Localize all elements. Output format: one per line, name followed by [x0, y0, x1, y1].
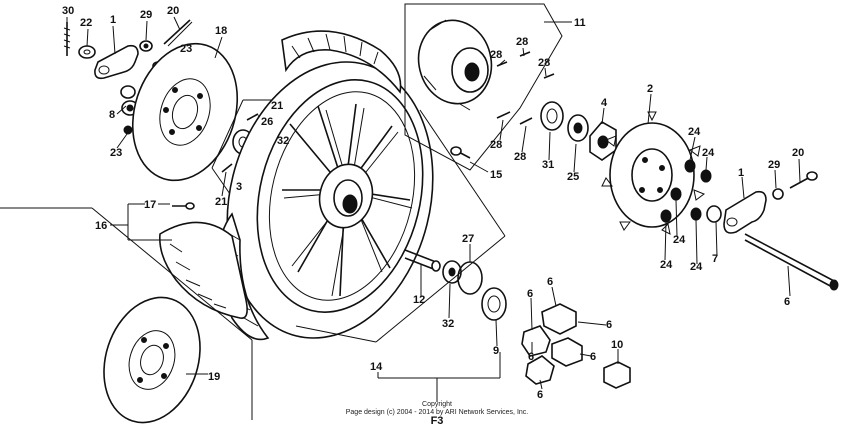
sprocket-nuts [660, 136, 712, 265]
part-label-8: 8 [109, 109, 115, 121]
rear-wheel [159, 30, 489, 341]
part-label-29: 29 [140, 9, 152, 21]
part-label-21: 21 [271, 100, 283, 112]
part-label-18: 18 [215, 25, 227, 37]
footer: Copyright Page design (c) 2004 - 2014 by… [346, 401, 529, 427]
bearing-set [540, 101, 617, 173]
hub-flange-group [404, 3, 572, 171]
part-label-6: 6 [537, 389, 543, 401]
page-code: F3 [431, 415, 444, 427]
copyright-text: Page design (c) 2004 - 2014 by ARI Netwo… [346, 409, 529, 416]
part-label-17: 17 [144, 199, 156, 211]
part-labels: 30 22 1 29 20 18 23 8 23 21 26 32 3 21 1… [62, 5, 804, 401]
part-label-11: 11 [574, 17, 586, 29]
part-label-31: 31 [542, 159, 554, 171]
part-label-24: 24 [673, 234, 686, 246]
part-label-28: 28 [514, 151, 526, 163]
copyright-heading: Copyright [422, 401, 452, 408]
part-label-32: 32 [442, 318, 454, 330]
part-label-15: 15 [490, 169, 502, 181]
part-label-28: 28 [490, 49, 502, 61]
part-label-6: 6 [606, 319, 612, 331]
part-label-6: 6 [590, 351, 596, 363]
part-label-25: 25 [567, 171, 579, 183]
part-label-28: 28 [516, 36, 528, 48]
part-label-23: 23 [110, 147, 122, 159]
part-label-1: 1 [110, 14, 116, 26]
part-label-20: 20 [792, 147, 804, 159]
part-label-2: 2 [647, 83, 653, 95]
part-label-4: 4 [601, 97, 608, 109]
brake-disc-upper [131, 36, 239, 182]
part-label-23: 23 [180, 43, 192, 55]
part-label-3: 3 [236, 181, 242, 193]
part-label-32: 32 [277, 135, 289, 147]
part-label-27: 27 [462, 233, 474, 245]
part-label-6: 6 [528, 351, 534, 363]
part-label-16: 16 [95, 220, 107, 232]
part-label-24: 24 [660, 259, 673, 271]
part-label-30: 30 [62, 5, 74, 17]
part-label-9: 9 [493, 345, 499, 357]
part-label-24: 24 [688, 126, 701, 138]
part-label-29: 29 [768, 159, 780, 171]
brake-disc-lower [103, 296, 208, 424]
part-label-7: 7 [712, 253, 718, 265]
part-label-6: 6 [527, 288, 533, 300]
part-label-24: 24 [690, 261, 703, 273]
part-label-6: 6 [547, 276, 553, 288]
right-adjuster-group [706, 158, 839, 297]
part-label-22: 22 [80, 17, 92, 29]
part-label-12: 12 [413, 294, 425, 306]
part-label-28: 28 [490, 139, 502, 151]
part-label-20: 20 [167, 5, 179, 17]
part-label-6: 6 [784, 296, 790, 308]
part-label-14: 14 [370, 361, 383, 373]
part-label-19: 19 [208, 371, 220, 383]
axle-sleeve-group [404, 244, 507, 347]
part-label-28: 28 [538, 57, 550, 69]
part-label-21: 21 [215, 196, 227, 208]
group-outline-lines [0, 109, 506, 420]
part-label-24: 24 [702, 147, 715, 159]
part-label-1: 1 [738, 167, 744, 179]
part-label-26: 26 [261, 116, 273, 128]
hub-dampers [521, 286, 631, 390]
part-label-10: 10 [611, 339, 623, 351]
